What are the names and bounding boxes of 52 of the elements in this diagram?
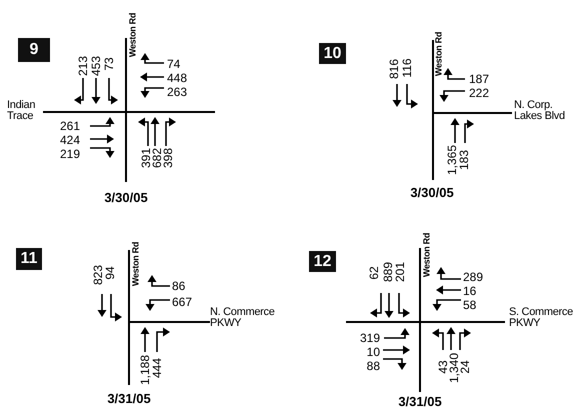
traffic-count: 263 — [167, 86, 188, 98]
traffic-count: 391 — [140, 148, 152, 168]
traffic-count: 261 — [60, 120, 80, 132]
traffic-count: 74 — [167, 58, 180, 70]
intersection-badge: 10 — [319, 43, 346, 64]
traffic-count: 116 — [401, 58, 413, 78]
traffic-count: 424 — [60, 134, 80, 146]
traffic-count: 16 — [463, 285, 476, 297]
traffic-count: 444 — [151, 358, 163, 378]
date-label: 3/30/05 — [410, 187, 454, 199]
intersection-badge: 9 — [18, 38, 50, 62]
traffic-count: 10 — [366, 346, 380, 358]
traffic-count: 43 — [437, 360, 449, 374]
intersection-badge: 11 — [16, 248, 42, 270]
traffic-count: 58 — [463, 299, 476, 311]
traffic-count: 62 — [368, 266, 380, 280]
traffic-count: 448 — [167, 72, 188, 84]
traffic-count: 222 — [469, 87, 490, 99]
road-name: Indian Trace — [7, 100, 36, 122]
traffic-count: 682 — [151, 148, 163, 168]
traffic-count: 86 — [172, 280, 186, 292]
traffic-count: 213 — [77, 56, 89, 76]
traffic-count: 289 — [463, 271, 484, 283]
road-name: Weston Rd — [434, 32, 444, 76]
traffic-count: 816 — [388, 58, 400, 80]
date-label: 3/30/05 — [104, 192, 148, 204]
road-name: N. Commerce PKWY — [210, 307, 276, 329]
traffic-count: 823 — [92, 264, 104, 286]
date-label: 3/31/05 — [107, 393, 151, 405]
traffic-count: 667 — [172, 296, 192, 308]
traffic-count: 319 — [360, 332, 380, 344]
traffic-count: 88 — [366, 360, 380, 372]
traffic-count: 201 — [394, 262, 406, 282]
traffic-count: 1,188 — [139, 354, 151, 386]
traffic-count: 1,340 — [448, 352, 460, 384]
traffic-count: 94 — [104, 266, 116, 280]
traffic-count: 889 — [382, 262, 394, 282]
road-name: Weston Rd — [422, 232, 432, 278]
road-name: S. Commerce PKWY — [509, 307, 574, 329]
traffic-count: 183 — [458, 150, 470, 170]
traffic-count: 1,365 — [446, 144, 458, 176]
traffic-count: 453 — [90, 56, 102, 76]
intersection-badge: 12 — [309, 251, 336, 272]
traffic-count: 398 — [162, 148, 174, 168]
date-label: 3/31/05 — [398, 396, 442, 408]
traffic-count: 187 — [469, 73, 490, 85]
traffic-count: 219 — [60, 148, 80, 160]
traffic-count: 73 — [103, 57, 115, 71]
road-name: Weston Rd — [130, 242, 142, 286]
road-name: N. Corp. Lakes Blvd — [514, 100, 566, 122]
road-name: Weston Rd — [128, 12, 138, 58]
traffic-count: 24 — [459, 360, 471, 374]
